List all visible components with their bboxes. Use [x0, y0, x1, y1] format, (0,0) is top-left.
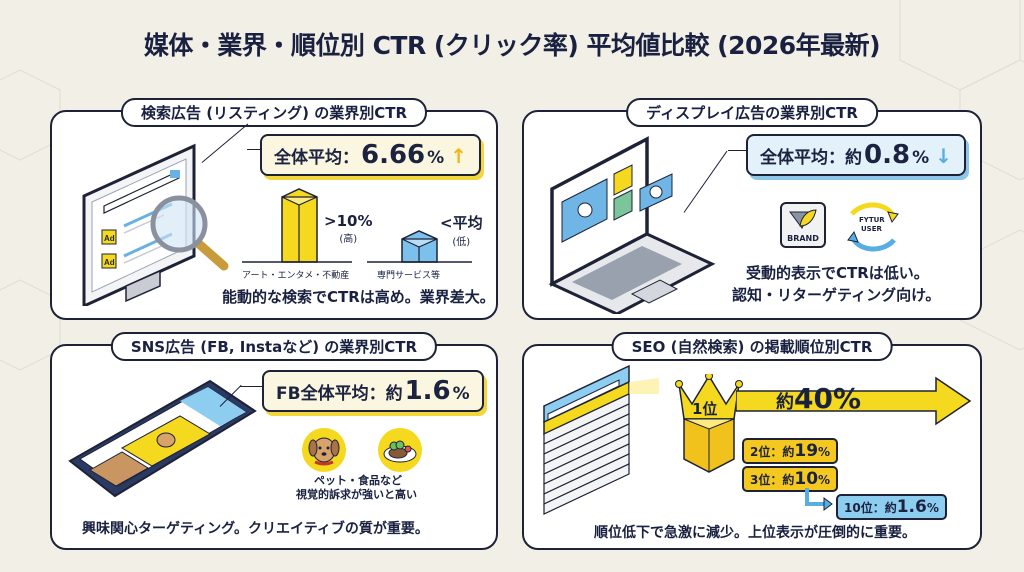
- arrow-down-icon: ↓: [935, 144, 952, 168]
- monitor-magnifier-illustration: Ad Ad: [82, 143, 229, 306]
- panel-search-ads: 検索広告 (リスティング) の業界別CTR Ad Ad 全体平均： 6.66 %…: [50, 98, 498, 320]
- bar-label-high: アート・エンタメ・不動産: [242, 271, 350, 281]
- panel-title: 検索広告 (リスティング) の業界別CTR: [120, 98, 428, 127]
- page-title: 媒体・業界・順位別 CTR (クリック率) 平均値比較 (2026年最新): [143, 31, 881, 60]
- stat-unit: %: [427, 148, 445, 168]
- panel-caption-line1: 受動的表示でCTRは低い。: [746, 264, 929, 282]
- leader-line: [240, 386, 262, 387]
- bar-value-high: >10% (高): [324, 212, 373, 245]
- search-results-stack-illustration: [543, 364, 659, 515]
- stat-label: 全体平均：: [274, 148, 359, 168]
- icons-caption-line2: 視覚的訴求が強いと高い: [296, 488, 417, 501]
- dog-icon: [302, 428, 346, 472]
- panel-seo: SEO (自然検索) の掲載順位別CTR 1位 約40% 2位：約: [522, 332, 982, 550]
- rank1-label: 1位: [692, 400, 718, 418]
- step-down-arrow-icon: [805, 488, 833, 511]
- panel-sns-ads: SNS広告 (FB, Instaなど) の業界別CTR FB全体平均：約 1.6…: [50, 332, 498, 550]
- display-average-box: 全体平均：約 0.8 % ↓: [746, 134, 966, 176]
- ad-badge: Ad: [104, 258, 115, 267]
- icons-caption-line1: ペット・食品など: [314, 474, 402, 487]
- arrow-up-icon: ↑: [450, 144, 467, 168]
- panel-caption: 能動的な検索でCTRは高め。業界差大。: [222, 288, 495, 306]
- rank1-arrow: [736, 376, 972, 426]
- bar-label-low: 専門サービス等: [377, 271, 441, 281]
- retargeting-cycle-icon: FYTUR USER: [842, 200, 904, 254]
- panel-title: ディスプレイ広告の業界別CTR: [626, 98, 878, 127]
- panel-caption-line2: 認知・リターゲティング向け。: [732, 286, 941, 304]
- stat-value: 6.66: [361, 140, 426, 170]
- stat-label: FB全体平均：約: [276, 384, 403, 404]
- panel-caption: 順位低下で急激に減少。上位表示が圧倒的に重要。: [594, 525, 916, 541]
- leader-line: [728, 150, 748, 151]
- stat-value: 0.8: [864, 140, 911, 170]
- bar-value-low: <平均 (低): [440, 214, 483, 248]
- food-icon: [378, 428, 422, 472]
- panel-caption: 興味関心ターゲティング。クリエイティブの質が重要。: [82, 521, 429, 537]
- stat-unit: %: [912, 148, 930, 168]
- industry-bar-chart: [242, 188, 472, 263]
- sns-average-box: FB全体平均：約 1.6 %: [262, 370, 484, 412]
- panel-display-ads: ディスプレイ広告の業界別CTR 全体平均：約 0.8 % ↓ BRAND FYT…: [522, 98, 982, 320]
- crown-box-icon: [675, 374, 743, 473]
- panel-title: SNS広告 (FB, Instaなど) の業界別CTR: [110, 332, 438, 361]
- rank1-value: 約40%: [776, 382, 862, 415]
- stat-label: 全体平均：約: [760, 148, 862, 168]
- ad-badge: Ad: [104, 234, 115, 243]
- laptop-illustration: [548, 136, 716, 314]
- leader-line: [247, 149, 262, 150]
- smartphone-illustration: [68, 379, 257, 498]
- search-average-box: 全体平均： 6.66 % ↑: [260, 134, 481, 176]
- stat-value: 1.6: [404, 376, 451, 406]
- panel-title: SEO (自然検索) の掲載順位別CTR: [611, 332, 893, 361]
- stat-unit: %: [452, 384, 470, 404]
- brand-icon: BRAND: [780, 202, 826, 248]
